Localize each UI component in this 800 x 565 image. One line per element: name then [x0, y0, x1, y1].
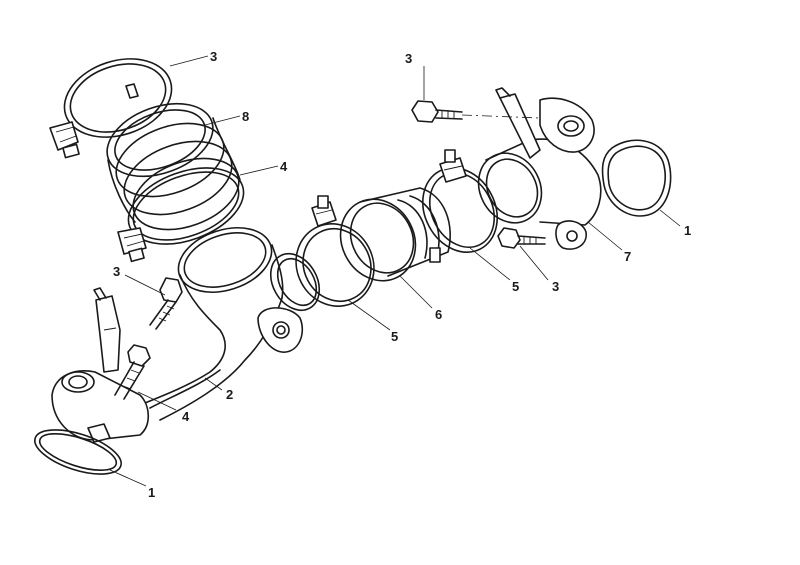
- callout-2: 2: [226, 387, 233, 402]
- callout-3-left-lower: 4: [182, 409, 190, 424]
- callout-labels: 3 8 4 3 1 7 3 5 6 5 3 2 4 1: [113, 49, 691, 500]
- callout-3-left-upper: 3: [113, 264, 120, 279]
- callout-4-middle: 4: [280, 159, 288, 174]
- gasket-right: [601, 139, 672, 217]
- callout-1-left: 1: [148, 485, 155, 500]
- bolt-left-upper: [149, 277, 183, 330]
- callout-6: 6: [435, 307, 442, 322]
- callout-3-right: 3: [552, 279, 559, 294]
- intake-pipe: [139, 227, 321, 421]
- manifold-adapter: [477, 87, 602, 250]
- rubber-coupler: [339, 187, 451, 282]
- hose-clamp-center: [295, 195, 375, 307]
- callout-8: 8: [242, 109, 249, 124]
- pipe-flange-left: [51, 287, 150, 443]
- hose-clamp-middle: [117, 167, 245, 263]
- bolt-right: [497, 227, 546, 249]
- gasket-left: [34, 429, 122, 475]
- callout-7: 7: [624, 249, 631, 264]
- callout-3-top: 3: [405, 51, 412, 66]
- bolt-top: [411, 100, 541, 123]
- bellows-coupler: [106, 102, 241, 231]
- callout-5-center: 5: [391, 329, 398, 344]
- callout-1-right: 1: [684, 223, 691, 238]
- leader-lines: [109, 55, 681, 487]
- bolt-left-lower: [114, 344, 151, 400]
- hose-clamp-top: [49, 58, 173, 159]
- callout-4-top: 3: [210, 49, 217, 64]
- callout-5-right: 5: [512, 279, 519, 294]
